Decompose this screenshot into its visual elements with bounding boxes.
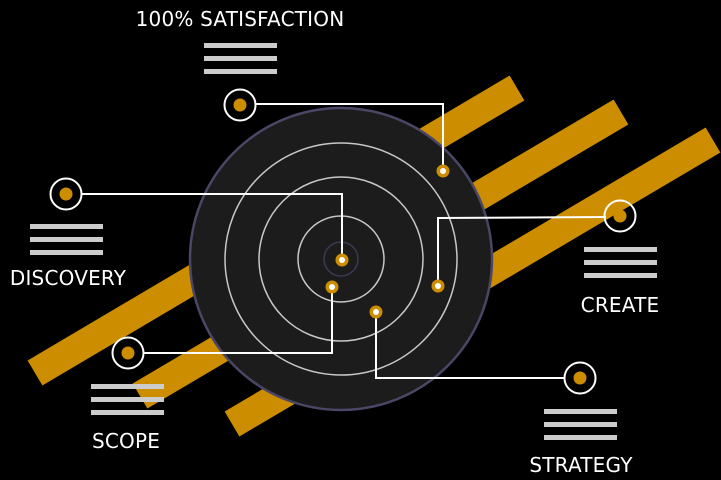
ring-2 (258, 176, 424, 342)
connector-lines (82, 103, 607, 379)
inner-dot-icon-scope (325, 280, 339, 294)
label-discovery: DISCOVERY (9, 266, 127, 290)
connector-strategy (375, 312, 564, 379)
marker-icon-scope (111, 336, 145, 370)
menu-lines-icon-satisfaction (204, 43, 277, 74)
node-markers (49, 88, 637, 395)
label-satisfaction: 100% SATISFACTION (135, 7, 345, 31)
inner-dot-icon-create (431, 279, 445, 293)
marker-icon-discovery (49, 177, 83, 211)
connector-scope (144, 287, 333, 354)
inner-dot-icon-discovery (335, 253, 349, 267)
inner-dot-icon-satisfaction (436, 164, 450, 178)
menu-line-icons (30, 43, 657, 440)
label-strategy: STRATEGY (529, 453, 633, 477)
label-scope: SCOPE (91, 429, 161, 453)
menu-lines-icon-discovery (30, 224, 103, 255)
connector-satisfaction (256, 103, 444, 171)
marker-icon-satisfaction (223, 88, 257, 122)
marker-icon-create (603, 199, 637, 233)
menu-lines-icon-strategy (544, 409, 617, 440)
inner-dots (325, 164, 450, 319)
ring-1 (224, 142, 458, 376)
menu-lines-icon-create (584, 247, 657, 278)
marker-icon-strategy (563, 361, 597, 395)
inner-dot-icon-strategy (369, 305, 383, 319)
connector-discovery (82, 193, 343, 260)
menu-lines-icon-scope (91, 384, 164, 415)
label-create: CREATE (580, 293, 660, 317)
connector-create (437, 216, 607, 286)
